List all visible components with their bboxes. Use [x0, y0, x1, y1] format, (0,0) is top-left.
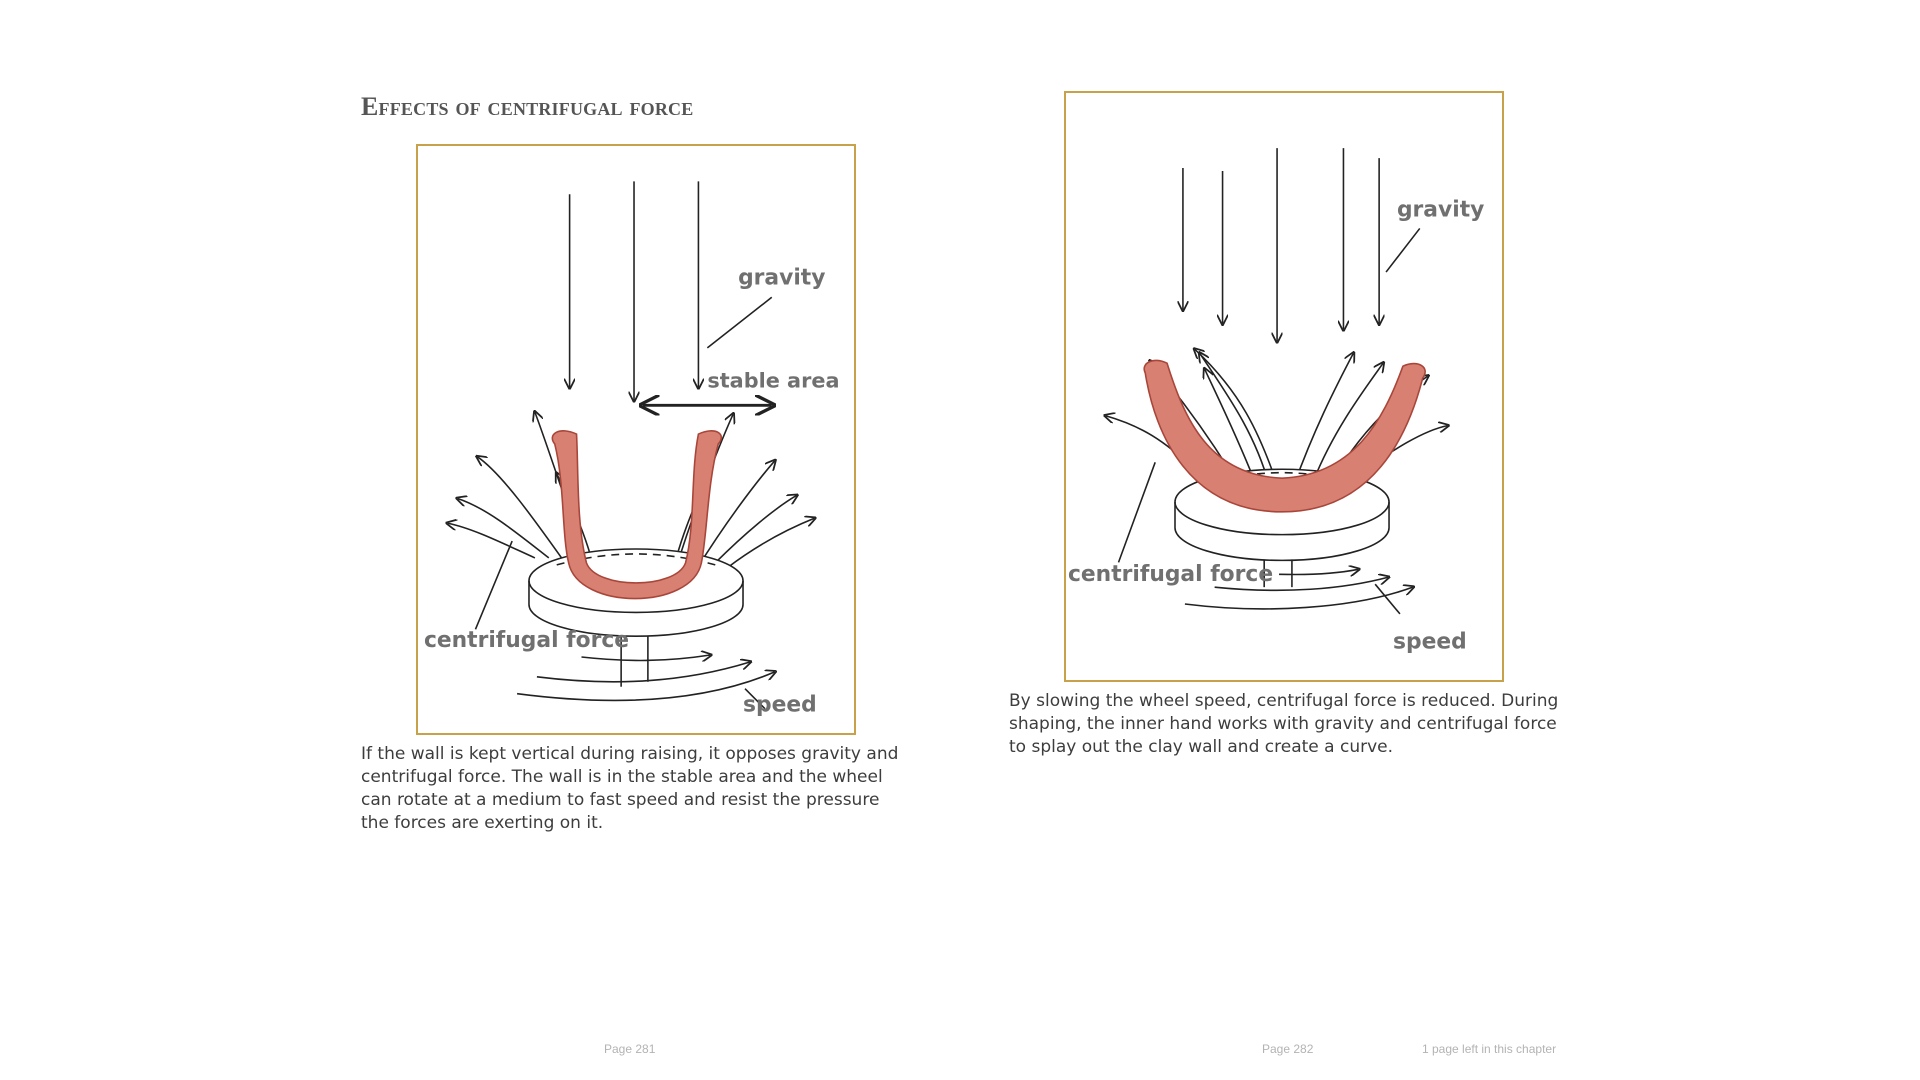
figure-vertical-wall: gravity stable area centrifugal force sp… — [416, 144, 856, 735]
chapter-progress: 1 page left in this chapter — [1422, 1042, 1557, 1056]
figure-splayed-wall: gravity centrifugal force speed — [1064, 91, 1504, 682]
page-number-right: Page 282 — [1262, 1042, 1314, 1056]
page-number-left: Page 281 — [604, 1042, 656, 1056]
stable-area-label: stable area — [707, 368, 839, 392]
vertical-wall-diagram: gravity stable area centrifugal force sp… — [424, 181, 840, 718]
gravity-label: gravity — [1397, 198, 1484, 223]
speed-label: speed — [743, 693, 817, 718]
clay-wall-splayed — [1143, 359, 1426, 513]
speed-label: speed — [1393, 630, 1467, 655]
clay-wall-vertical — [551, 430, 723, 600]
splayed-wall-diagram: gravity centrifugal force speed — [1068, 148, 1484, 655]
centrifugal-force-label: centrifugal force — [424, 628, 629, 653]
centrifugal-force-label: centrifugal force — [1068, 562, 1273, 587]
gravity-label: gravity — [738, 265, 825, 290]
page-title: Effects of centrifugal force — [361, 92, 694, 121]
caption-splayed-wall: By slowing the wheel speed, centrifugal … — [1009, 691, 1559, 757]
caption-vertical-wall: If the wall is kept vertical during rais… — [361, 744, 899, 833]
